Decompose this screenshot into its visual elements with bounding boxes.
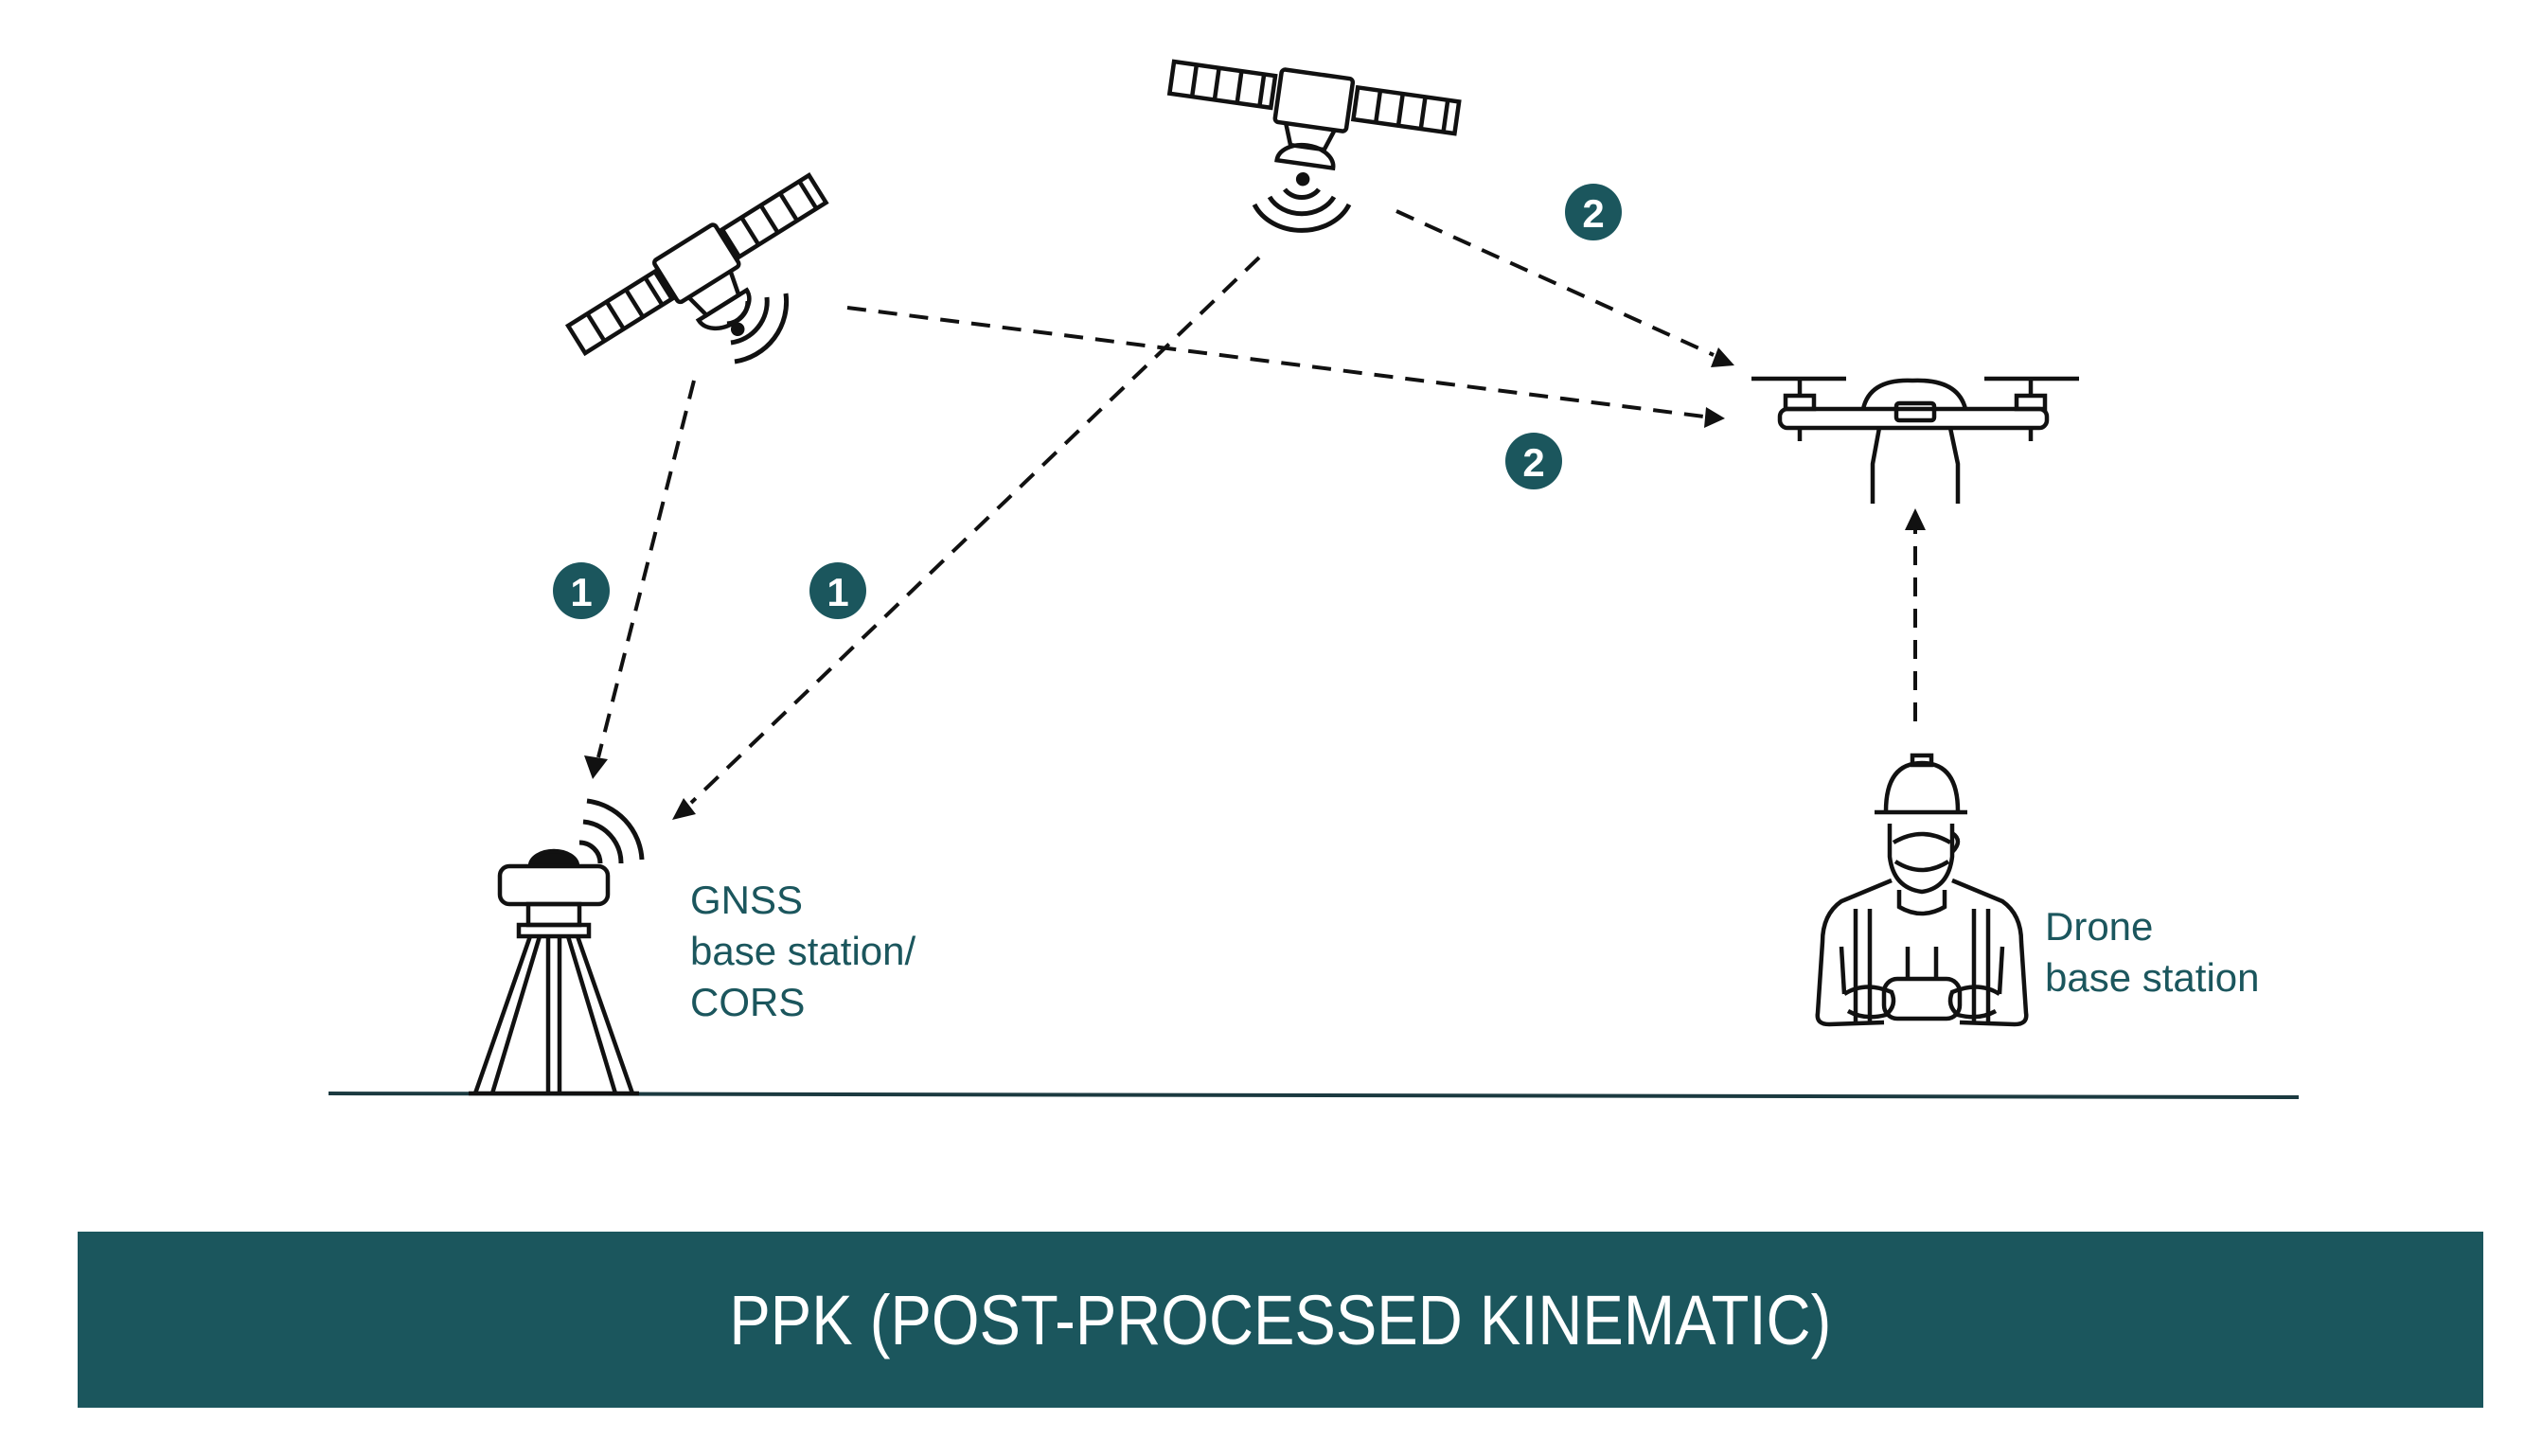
arrowhead-drone-1	[1704, 407, 1725, 428]
gnss-base-station-label: GNSS base station/ CORS	[690, 875, 915, 1028]
drone-pilot-icon	[1815, 753, 2029, 1027]
arrowhead-drone-2	[1711, 347, 1734, 367]
step-badge-1b: 1	[809, 562, 866, 619]
step-badge-2b: 2	[1505, 433, 1562, 489]
svg-text:1: 1	[570, 570, 592, 614]
signal-waves-icon	[578, 798, 645, 864]
arrowhead-base-1	[584, 755, 608, 779]
page-title: PPK (POST-PROCESSED KINEMATIC)	[729, 1280, 1832, 1359]
title-banner: PPK (POST-PROCESSED KINEMATIC)	[78, 1232, 2483, 1408]
step-badge-2a: 2	[1565, 184, 1622, 240]
arrow-sat2-to-drone	[1395, 209, 1715, 357]
ground-line	[328, 1092, 2300, 1099]
signal-waves-icon	[1252, 187, 1352, 233]
gnss-base-station-icon	[469, 848, 639, 1096]
drone-label-line-1: Drone	[2045, 904, 2154, 949]
arrow-sat2-to-base	[689, 256, 1261, 805]
gnss-label-line-3: CORS	[690, 980, 806, 1024]
arrow-sat1-to-drone	[846, 306, 1705, 418]
gnss-label-line-2: base station/	[690, 929, 916, 973]
arrow-sat1-to-base	[596, 380, 696, 758]
drone-icon	[1751, 376, 2079, 504]
signal-waves-icon	[726, 293, 790, 364]
svg-text:2: 2	[1522, 440, 1544, 485]
step-badge-1a: 1	[553, 562, 610, 619]
arrowheads	[584, 347, 1926, 820]
satellite-icon	[564, 172, 829, 357]
drone-label-line-2: base station	[2045, 955, 2260, 1000]
satellite-icon	[1166, 59, 1462, 186]
gnss-label-line-1: GNSS	[690, 878, 804, 922]
arrowhead-base-2	[672, 798, 696, 820]
arrowhead-drone-3	[1905, 508, 1926, 530]
svg-text:1: 1	[827, 570, 848, 614]
signal-arrows	[596, 209, 1917, 805]
svg-text:2: 2	[1582, 191, 1604, 236]
drone-base-station-label: Drone base station	[2045, 901, 2260, 1003]
